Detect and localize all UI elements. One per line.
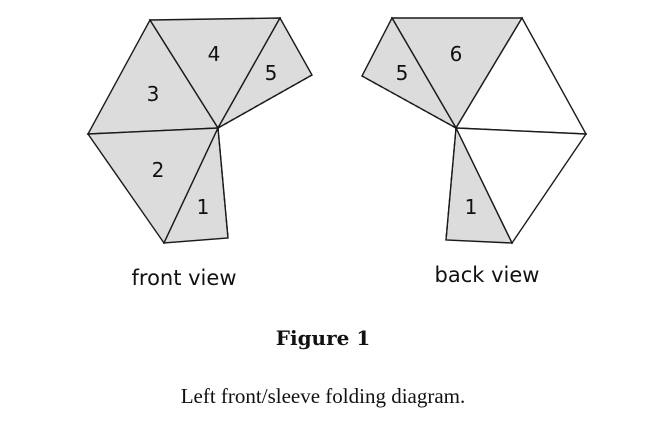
front-label-triangle-5: 5 — [265, 61, 278, 85]
back-label-triangle-1: 1 — [465, 195, 478, 219]
front-label-triangle-2: 2 — [152, 158, 165, 182]
back-view-label: back view — [435, 263, 540, 287]
back-label-triangle-6: 6 — [450, 42, 463, 66]
front-fold-line-1 — [217, 127, 229, 239]
front-triangle-5 — [216, 16, 313, 130]
front-label-triangle-4: 4 — [208, 42, 221, 66]
front-view-label: front view — [132, 266, 237, 290]
front-label-triangle-1: 1 — [197, 195, 210, 219]
front-triangle-1 — [162, 125, 229, 244]
figure-title: Figure 1 — [275, 326, 371, 350]
front-label-triangle-3: 3 — [147, 82, 160, 106]
folding-diagram-svg: 1 2 3 4 5 front view 5 6 1 back view — [86, 16, 588, 290]
back-label-triangle-5: 5 — [396, 61, 409, 85]
front-fold-line-5 — [217, 74, 313, 129]
back-triangle-5 — [361, 16, 458, 130]
back-view-group: 5 6 1 back view — [361, 16, 588, 287]
back-fold-line-5 — [361, 75, 457, 129]
figure-caption: Left front/sleeve folding diagram. — [180, 384, 466, 408]
front-view-group: 1 2 3 4 5 front view — [86, 16, 313, 290]
back-fold-line-1 — [445, 127, 457, 241]
